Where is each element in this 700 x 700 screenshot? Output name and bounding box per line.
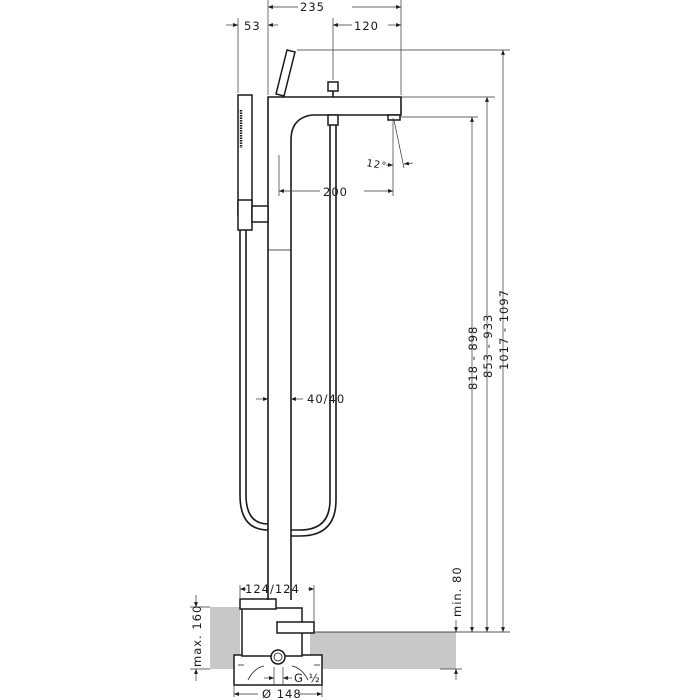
hose (239, 114, 339, 537)
dim-200: 200 (323, 185, 348, 199)
dimension-lines (190, 0, 510, 697)
dim-max-160: max. 160 (190, 605, 204, 667)
dim-120: 120 (354, 19, 379, 33)
mounting-box (233, 598, 323, 686)
lever-handle (275, 49, 296, 97)
dim-diameter-148: Ø 148 (262, 687, 302, 700)
dim-124-124: 124/124 (245, 582, 300, 596)
dim-1017-1097: 1017 - 1097 (497, 289, 511, 370)
faucet-body (267, 49, 402, 600)
dim-12-degrees: 12° (365, 158, 387, 172)
hand-shower (237, 94, 269, 231)
diverter-knob (327, 81, 339, 92)
dim-818-898: 818 - 898 (466, 326, 480, 390)
dim-40-40: 40/40 (307, 392, 345, 406)
dim-min-80: min. 80 (450, 566, 464, 617)
dim-235: 235 (300, 0, 325, 14)
dim-thread-g-half: G ½ (294, 671, 321, 685)
dim-853-933: 853 - 933 (481, 314, 495, 378)
dim-53: 53 (244, 19, 261, 33)
floor (210, 607, 510, 669)
